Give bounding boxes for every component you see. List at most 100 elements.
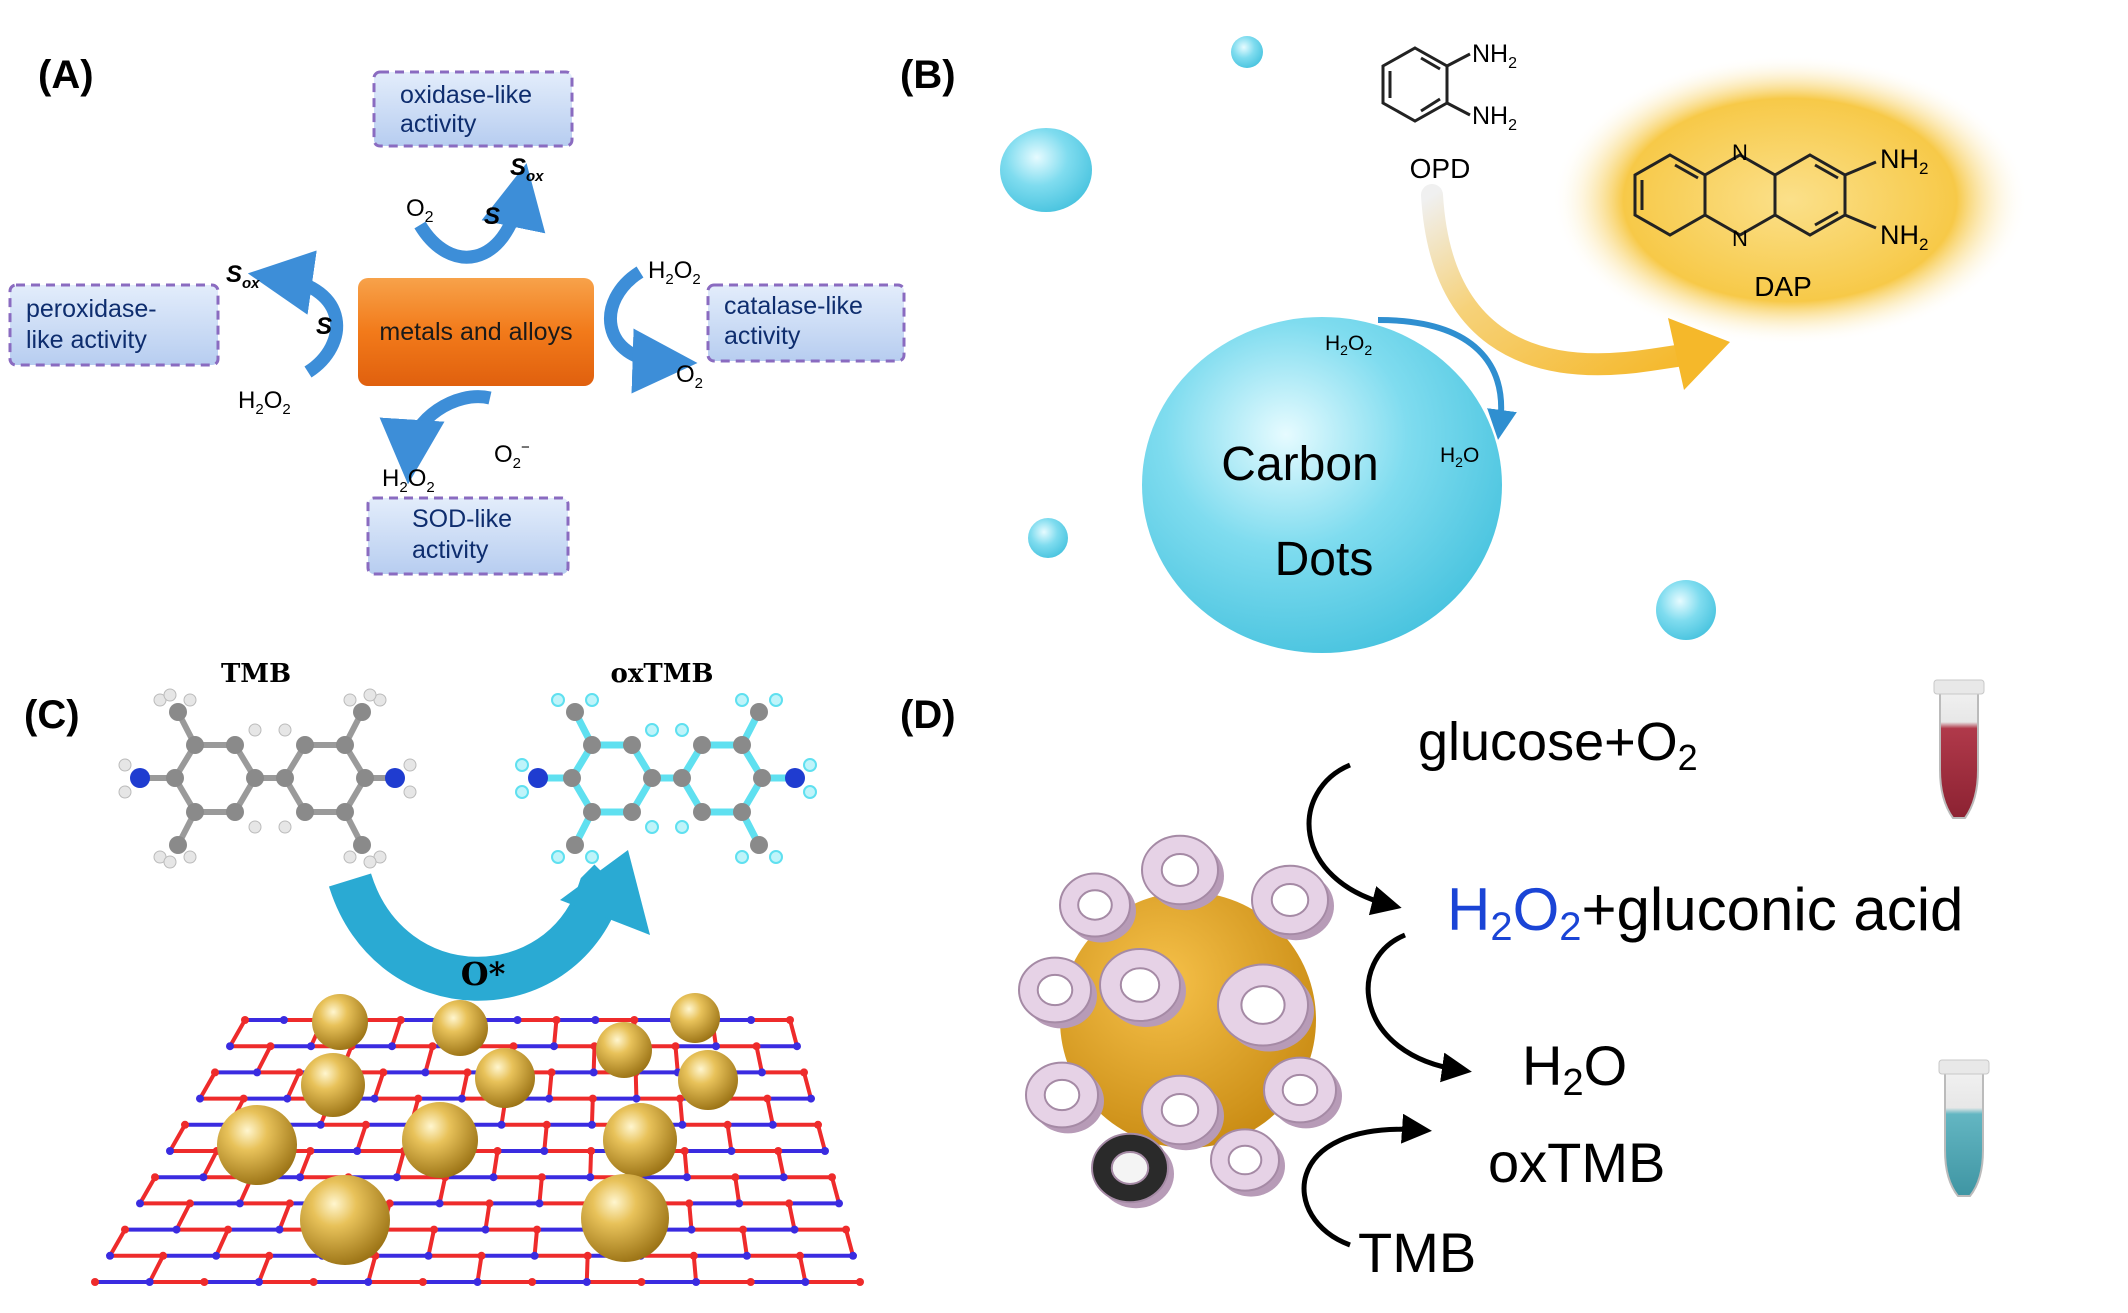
bubble [1028, 518, 1068, 558]
sheet-atom [807, 1094, 815, 1103]
sheet-atom [586, 1173, 595, 1182]
sheet-atom [200, 1278, 209, 1286]
sheet-atom [196, 1094, 204, 1103]
gold-nanoparticle [301, 1053, 365, 1117]
carbon-dot-line1: Carbon [1221, 438, 1378, 491]
sheet-atom [682, 1173, 691, 1182]
sheet-bond [765, 1098, 775, 1126]
sheet-bond [589, 1098, 595, 1125]
tmb-label: TMB [221, 659, 291, 689]
sheet-bond [437, 1176, 448, 1204]
h2o2-to-h2o-arrow [1365, 932, 1472, 1083]
sheet-atom [424, 1251, 433, 1260]
sheet-bond [741, 1229, 749, 1257]
dap-glow [1552, 55, 2028, 345]
gold-nanoparticle [475, 1048, 535, 1108]
cyclodextrin-ring-hole [1160, 1093, 1200, 1127]
sheet-atom [588, 1094, 597, 1103]
h2o2-bottom-label: H2O2 [382, 465, 435, 496]
sheet-bond [426, 1229, 436, 1257]
dap-molecule [1633, 153, 1877, 237]
sheet-bond [678, 1098, 685, 1125]
peroxidase-box-line2: like activity [26, 326, 147, 354]
sheet-atom [159, 1251, 168, 1260]
sheet-bond [168, 1123, 187, 1152]
sheet-atom [752, 1042, 761, 1051]
sheet-atom [550, 1042, 558, 1051]
sheet-atom [687, 1225, 696, 1234]
sheet-bond [787, 1202, 797, 1231]
sheet-atom [537, 1173, 546, 1182]
sheet-atom [265, 1251, 274, 1260]
gold-nanoparticle [300, 1175, 390, 1265]
nanozyme-particle [1018, 834, 1342, 1209]
sheet-bond [491, 1150, 500, 1178]
o2-right-label: O2 [676, 361, 703, 392]
glucose-to-h2o2-arrow [1306, 762, 1402, 916]
sheet-atom [632, 1094, 641, 1103]
sheet-atom [842, 1225, 850, 1234]
gold-nanoparticles [217, 993, 738, 1265]
sox-top-label: Sox [510, 154, 544, 185]
sheet-atom [309, 1278, 318, 1286]
cyclodextrin-ring-hole [1160, 853, 1200, 887]
sheet-atom [856, 1278, 864, 1286]
panel-c: (C) TMB oxTMB [24, 659, 864, 1286]
sheet-bond [591, 1046, 597, 1073]
sheet-atom [589, 1068, 598, 1077]
sheet-atom [747, 1016, 756, 1024]
sheet-bond [682, 1150, 689, 1178]
panel-b-label: (B) [900, 53, 956, 97]
b-h2o2-label: H2O2 [1325, 332, 1372, 358]
sheet-atom [587, 1120, 596, 1129]
h2o2-gluconic-label: H2O2+gluconic acid [1447, 876, 1963, 949]
sheet-bond [298, 1150, 313, 1178]
sheet-bond [725, 1124, 734, 1152]
s-left-label: S [316, 313, 332, 340]
sheet-bond [198, 1071, 217, 1100]
tmb-to-oxtmb-arrow [1301, 1113, 1432, 1248]
tmb-reactant-label: TMB [1358, 1221, 1476, 1284]
sheet-bond [366, 1255, 378, 1283]
sheet-atom [145, 1278, 154, 1286]
oxtmb-molecule [515, 693, 817, 864]
gold-nanoparticle [678, 1050, 738, 1110]
sheet-atom [530, 1251, 539, 1260]
tmb-oxidation-arrowhead [560, 850, 650, 935]
sheet-atom [296, 1173, 305, 1182]
sheet-bond [459, 1071, 470, 1100]
sheet-bond [138, 1176, 157, 1205]
catalase-arrow [604, 266, 698, 394]
sheet-bond [537, 1177, 544, 1204]
cyclodextrin-ring-hole [1227, 1144, 1263, 1176]
sheet-bond [754, 1045, 764, 1073]
oxidase-box: oxidase-like activity [372, 70, 574, 148]
sheet-atom [275, 1225, 284, 1234]
peroxidase-box-line1: peroxidase- [26, 295, 157, 323]
sheet-atom [545, 1094, 554, 1103]
sheet-atom [364, 1278, 373, 1286]
sheet-bond [394, 1150, 406, 1178]
sheet-atom [477, 1251, 486, 1260]
sheet-atom [727, 1147, 736, 1155]
glucose-o2-label: glucose+O2 [1418, 712, 1698, 778]
sheet-atom [181, 1120, 189, 1129]
sheet-bond [372, 1071, 386, 1100]
sheet-atom [779, 1173, 788, 1182]
gold-nanoparticle [402, 1102, 478, 1178]
sheet-bond [355, 1124, 368, 1152]
bubble [1231, 36, 1263, 68]
catalyst-sheet [91, 1016, 864, 1286]
sheet-atom [392, 1173, 401, 1182]
sheet-atom [790, 1225, 799, 1234]
sheet-atom [637, 1278, 646, 1286]
sheet-bond [673, 1046, 680, 1073]
sheet-bond [285, 1071, 301, 1100]
sheet-atom [473, 1278, 482, 1286]
sheet-atom [533, 1225, 541, 1234]
sheet-atom [418, 1278, 427, 1286]
sheet-atom [316, 1120, 325, 1129]
red-tube [1933, 679, 1985, 819]
sheet-atom [849, 1251, 857, 1260]
sheet-atom [151, 1173, 159, 1182]
